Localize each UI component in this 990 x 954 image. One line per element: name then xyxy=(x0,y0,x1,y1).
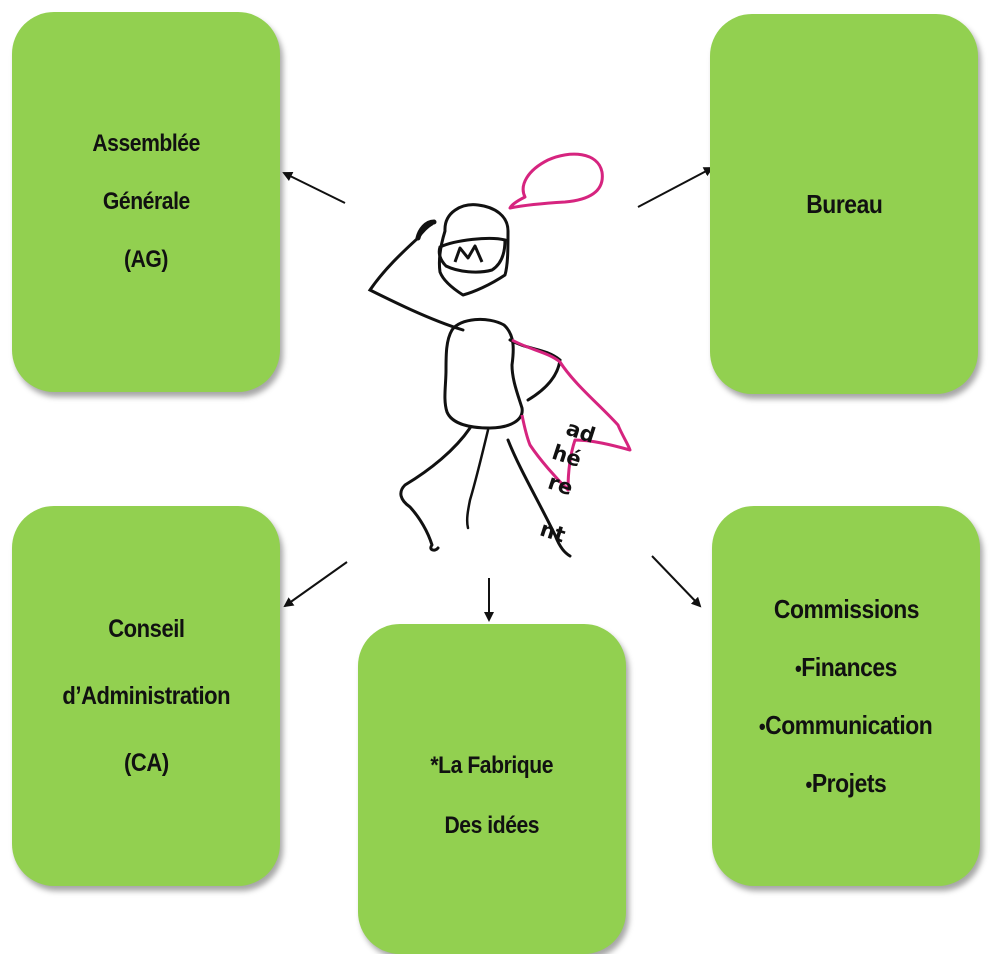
arrow-to-ca xyxy=(283,561,348,608)
box-label: *La Fabrique xyxy=(430,752,554,779)
commissions-box: Commissions Finances Communication Proje… xyxy=(712,506,980,886)
commission-item-label: Projets xyxy=(811,768,887,798)
figure-leg-mid xyxy=(465,428,490,530)
commission-item: Communication xyxy=(759,710,934,740)
figure-leg-right xyxy=(506,438,572,558)
figure-hand-left xyxy=(415,219,437,241)
arrow-to-commissions xyxy=(651,555,702,608)
box-label: (CA) xyxy=(123,748,169,777)
box-label: d’Administration xyxy=(62,681,230,710)
commission-item: Finances xyxy=(795,654,897,680)
figure-head xyxy=(437,203,510,297)
box-label: Assemblée xyxy=(92,130,200,157)
box-label: Conseil xyxy=(107,614,185,643)
figure-visor xyxy=(437,236,507,274)
commission-item-label: Finances xyxy=(801,652,897,682)
box-label: Bureau xyxy=(805,189,883,219)
assemblee-generale-box: Assemblée Générale (AG) xyxy=(12,12,280,392)
conseil-administration-box: Conseil d’Administration (CA) xyxy=(12,506,280,886)
figure-cape xyxy=(511,338,632,492)
commission-item: Projets xyxy=(806,770,887,796)
bureau-box: Bureau xyxy=(710,14,978,394)
plume-shape xyxy=(508,152,604,210)
arrow-to-bureau xyxy=(637,167,714,208)
commissions-title: Commissions xyxy=(773,594,919,624)
box-label: (AG) xyxy=(123,246,168,273)
figure-leg-left xyxy=(399,426,472,552)
figure-m-emblem xyxy=(453,244,484,263)
arrow-to-ag xyxy=(282,172,346,204)
box-label: Des idées xyxy=(444,812,540,839)
fabrique-des-idees-box: *La Fabrique Des idées xyxy=(358,624,626,954)
commission-item-label: Communication xyxy=(765,710,934,740)
figure-body xyxy=(443,317,524,430)
box-label: Générale xyxy=(102,188,190,215)
